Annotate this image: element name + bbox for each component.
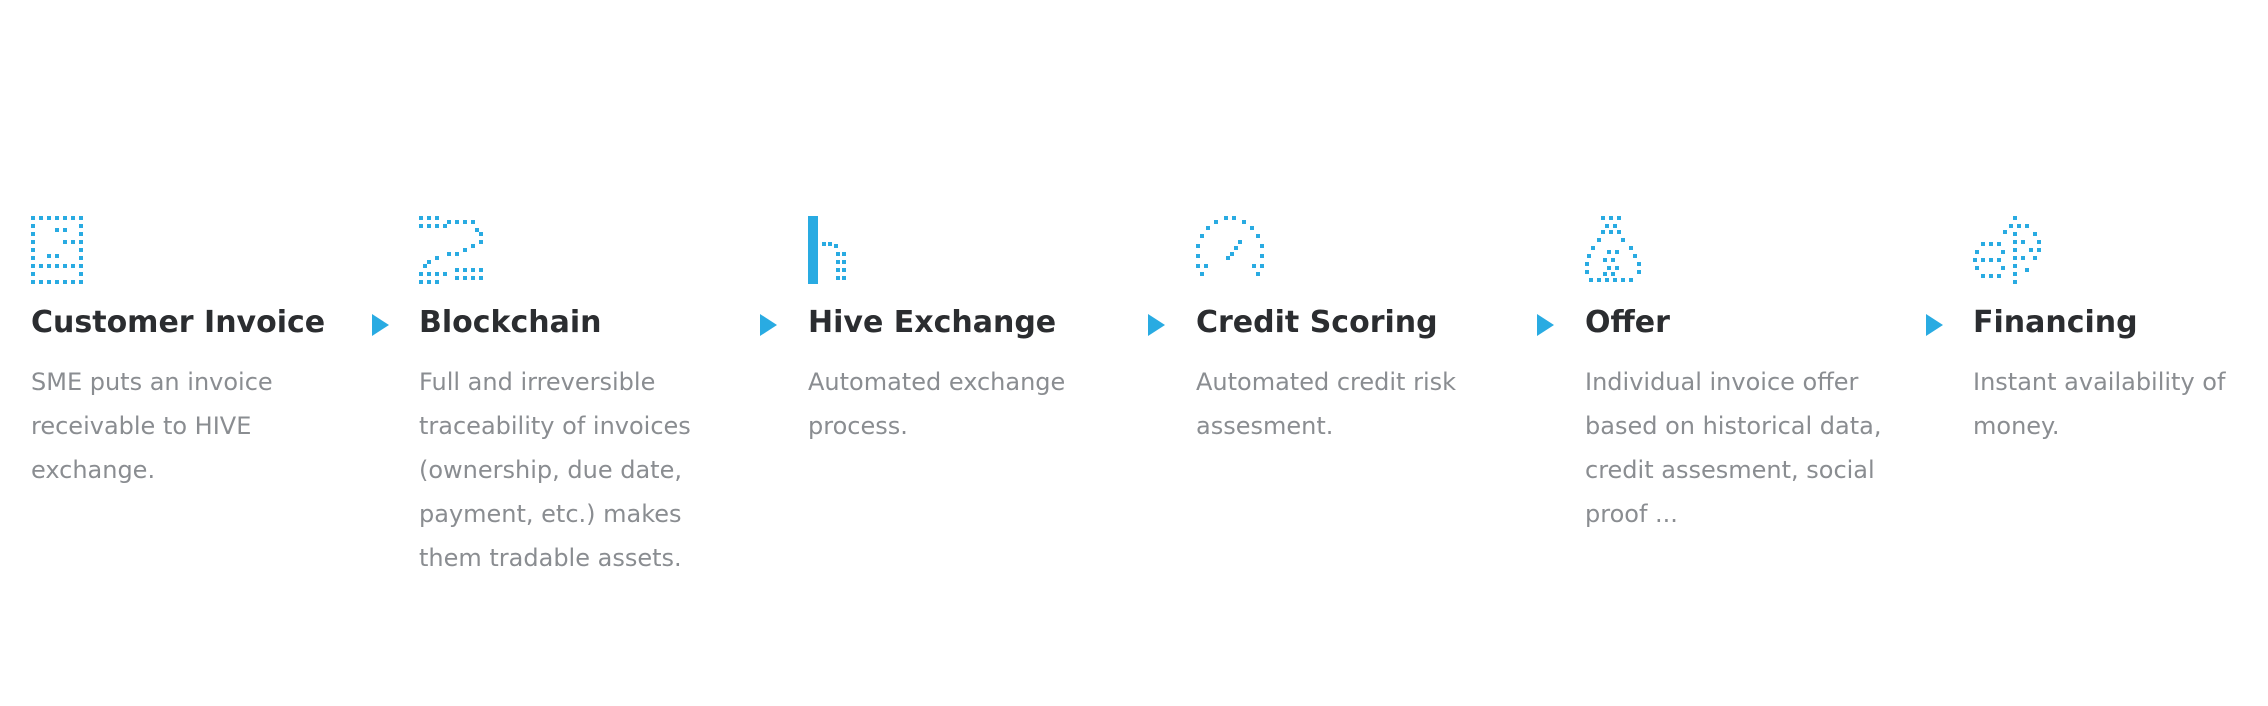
hive-icon bbox=[808, 216, 846, 284]
description-line: Automated credit risk bbox=[1196, 368, 1457, 396]
currency-exchange-icon bbox=[1973, 216, 2041, 284]
description-line: exchange. bbox=[31, 456, 156, 484]
step-arrow-icon bbox=[760, 314, 777, 336]
step-title: Credit Scoring bbox=[1196, 305, 1438, 340]
description-line: proof ... bbox=[1585, 500, 1678, 528]
description-line: (ownership, due date, bbox=[419, 456, 682, 484]
description-line: Automated exchange bbox=[808, 368, 1066, 396]
money-bag-icon bbox=[1585, 216, 1641, 282]
description-line: assesment. bbox=[1196, 412, 1334, 440]
description-line: Full and irreversible bbox=[419, 368, 656, 396]
step-offer: Offer Individual invoice offer based on … bbox=[1585, 216, 1915, 528]
step-customer-invoice: Customer Invoice SME puts an invoice rec… bbox=[31, 216, 361, 484]
step-description: Automated exchange process. bbox=[808, 360, 1065, 448]
description-line: Individual invoice offer bbox=[1585, 368, 1859, 396]
step-hive-exchange: Hive Exchange Automated exchange process… bbox=[808, 216, 1138, 440]
step-description: SME puts an invoice receivable to HIVE e… bbox=[31, 360, 273, 492]
step-arrow-icon bbox=[1148, 314, 1165, 336]
step-description: Automated credit risk assesment. bbox=[1196, 360, 1456, 448]
description-line: money. bbox=[1973, 412, 2060, 440]
step-title: Financing bbox=[1973, 305, 2138, 340]
step-title: Offer bbox=[1585, 305, 1670, 340]
gauge-icon bbox=[1196, 216, 1264, 276]
description-line: receivable to HIVE bbox=[31, 412, 252, 440]
step-credit-scoring: Credit Scoring Automated credit risk ass… bbox=[1196, 216, 1526, 440]
description-line: based on historical data, bbox=[1585, 412, 1882, 440]
description-line: traceability of invoices bbox=[419, 412, 691, 440]
step-financing: Financing Instant availability of money. bbox=[1973, 216, 2268, 440]
step-description: Individual invoice offer based on histor… bbox=[1585, 360, 1882, 536]
step-description: Instant availability of money. bbox=[1973, 360, 2225, 448]
step-title: Blockchain bbox=[419, 305, 602, 340]
description-line: them tradable assets. bbox=[419, 544, 682, 572]
step-title: Customer Invoice bbox=[31, 305, 326, 340]
step-arrow-icon bbox=[1537, 314, 1554, 336]
step-blockchain: Blockchain Full and irreversible traceab… bbox=[419, 216, 749, 572]
invoice-icon bbox=[31, 216, 83, 284]
blockchain-icon bbox=[419, 216, 483, 284]
step-description: Full and irreversible traceability of in… bbox=[419, 360, 691, 580]
description-line: SME puts an invoice bbox=[31, 368, 273, 396]
description-line: Instant availability of bbox=[1973, 368, 2226, 396]
step-title: Hive Exchange bbox=[808, 305, 1057, 340]
step-arrow-icon bbox=[1926, 314, 1943, 336]
description-line: payment, etc.) makes bbox=[419, 500, 682, 528]
step-arrow-icon bbox=[372, 314, 389, 336]
description-line: process. bbox=[808, 412, 908, 440]
description-line: credit assesment, social bbox=[1585, 456, 1875, 484]
